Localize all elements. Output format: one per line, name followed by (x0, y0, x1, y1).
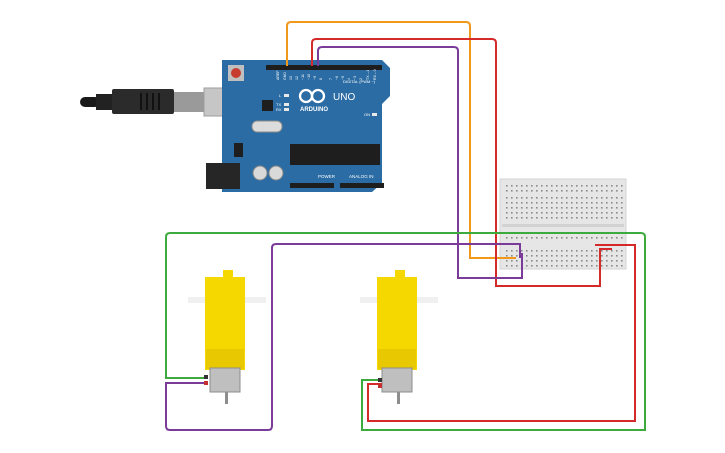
pin-gnd-label: GND (283, 72, 287, 80)
pin-7-label: 7 (329, 78, 333, 80)
pin-12-label: 12 (295, 76, 299, 80)
led-rx-label: RX (276, 107, 282, 112)
power-label: POWER (318, 174, 336, 179)
analog-header (340, 183, 384, 188)
pin-8-label: 8 (319, 78, 323, 80)
brand-text: ARDUINO (300, 107, 328, 113)
pin-6-label: ~6 (335, 76, 339, 80)
model-text: UNO (333, 92, 355, 103)
analog-label: ANALOG IN (349, 174, 374, 179)
digital-header (266, 65, 382, 70)
pin-9-label: ~9 (313, 76, 317, 80)
wire-red-digital[interactable] (311, 38, 612, 287)
led-l-label: L (279, 93, 282, 98)
breadboard[interactable] (499, 178, 627, 270)
arduino-logo-icon (298, 88, 326, 104)
pin-5-label: ~5 (341, 76, 345, 80)
pin-3-label: ~3 (353, 76, 357, 80)
led-tx-label: TX (276, 102, 281, 107)
pin-13-label: 13 (289, 76, 293, 80)
power-header (290, 183, 334, 188)
wire-terminals (204, 375, 382, 388)
pin-aref-label: AREF (276, 70, 280, 80)
arduino-uno-board[interactable]: ARDUINO UNO DIGITAL (PWM ~) POWER ANALOG… (206, 60, 390, 192)
led-on-label: ON (364, 112, 370, 117)
digital-label: DIGITAL (PWM ~) (343, 79, 376, 84)
wire-green-motor-left[interactable] (165, 232, 646, 431)
usb-cable (80, 87, 245, 117)
atmega-chip (290, 144, 380, 165)
dc-motor-left[interactable] (188, 270, 266, 404)
pin-11-label: ~11 (301, 74, 305, 80)
wire-purple-digital[interactable] (317, 46, 523, 279)
pin-4-label: 4 (347, 78, 351, 80)
wire-orange[interactable] (286, 21, 516, 259)
pin-2-label: 2 (359, 78, 363, 80)
pin-10-label: ~10 (307, 74, 311, 80)
wire-red-motor-right[interactable] (367, 244, 636, 422)
pin-tx1-label: TX→1 (366, 70, 370, 80)
wire-purple-motor-left[interactable] (165, 243, 521, 431)
pin-rx0-label: RX←0 (373, 69, 377, 80)
